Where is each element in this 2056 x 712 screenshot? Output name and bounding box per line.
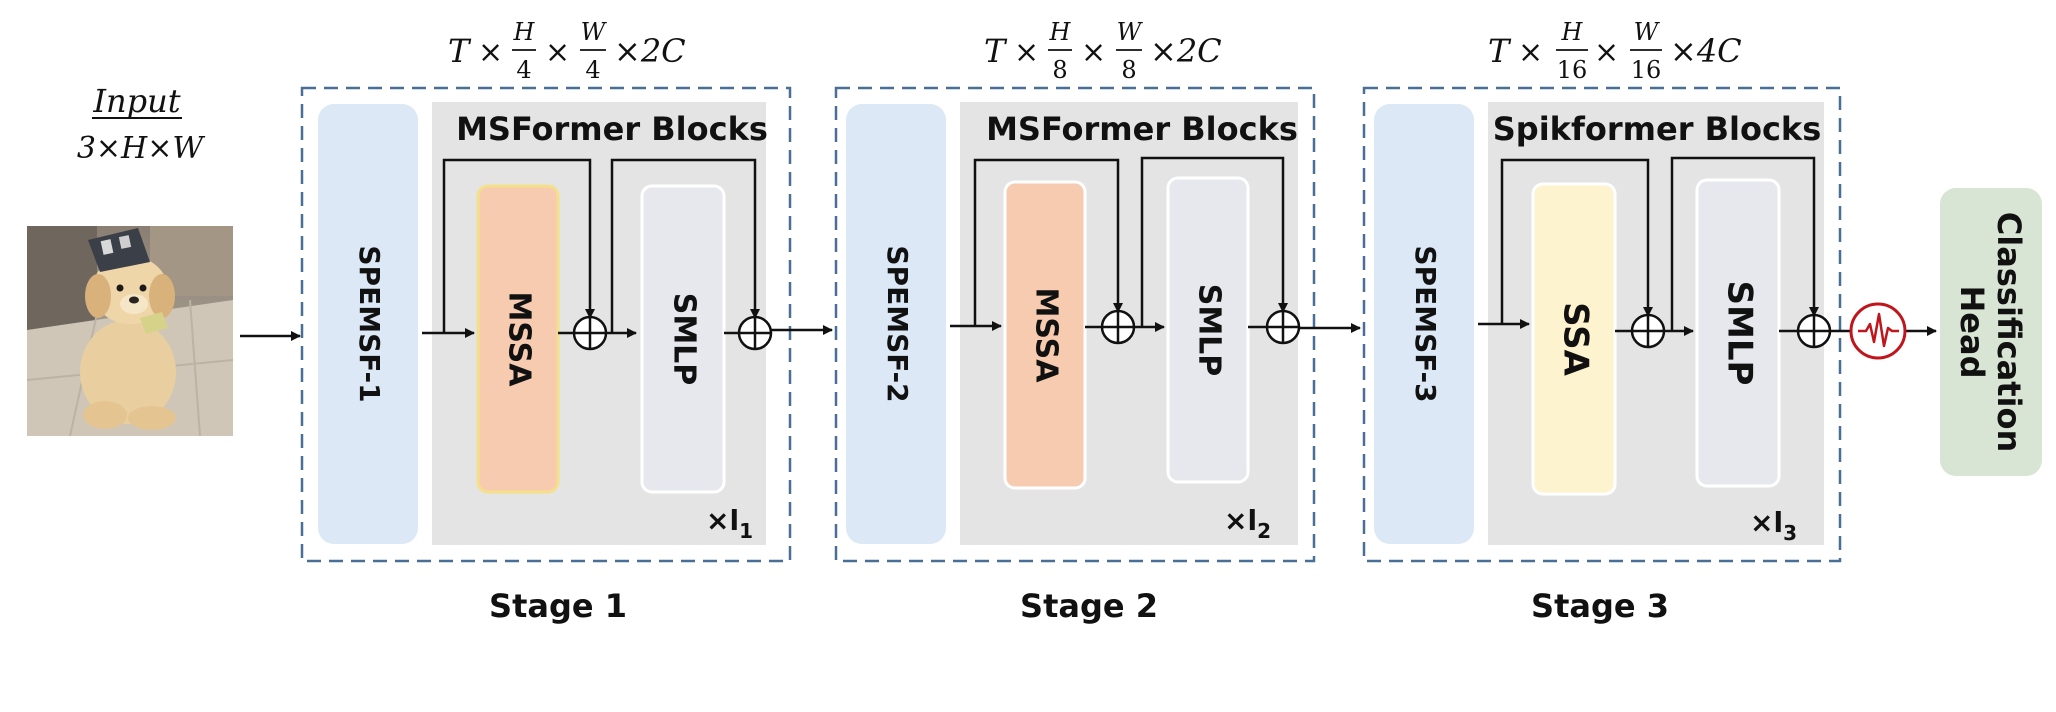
head-box [1940, 188, 2042, 476]
dim-w: W [1117, 18, 1144, 46]
dim-hd: 8 [1052, 56, 1067, 84]
dim-wd: 16 [1631, 56, 1662, 84]
dim-wd: 8 [1121, 56, 1136, 84]
stage-3-label: Stage 3 [1531, 587, 1669, 625]
input-title: Input [92, 82, 180, 120]
stage-3-blocks-title: Spikformer Blocks [1493, 110, 1822, 148]
stage-3-repeat: ×l3 [1750, 506, 1797, 545]
dim-times: × [1081, 35, 1106, 70]
stage-1-mlp-label: SMLP [667, 293, 702, 386]
dim-c: ×2C [614, 32, 686, 70]
stage-3-frame [1362, 86, 1842, 563]
dim-c: ×4C [1670, 32, 1742, 70]
arrow-s3-skip-1 [1500, 158, 1653, 324]
arrow-s1-skip-2 [610, 158, 760, 333]
stage-2-attn-box [1003, 180, 1087, 490]
dim-h: H [513, 18, 536, 46]
stage-2-blocks-title: MSFormer Blocks [986, 110, 1298, 148]
add-circle-icon [1100, 309, 1136, 345]
add-circle-icon [1265, 309, 1301, 345]
stage-2-embed-label: SPEMSF-2 [881, 245, 914, 402]
stage-2-dims: T × H 8 × W 8 ×2C [984, 18, 1222, 84]
stage-3: SPEMSF-3 Spikformer Blocks SSA SMLP ×l3 … [1362, 86, 1842, 625]
stage-1-attn-box [476, 184, 560, 494]
stage-1: SPEMSF-1 MSFormer Blocks MSSA SMLP ×l1 S… [300, 86, 792, 625]
dim-c: ×2C [1150, 32, 1222, 70]
input-image [26, 226, 234, 437]
stage-2-mlp-box [1166, 176, 1250, 484]
stage-1-blocks-title: MSFormer Blocks [456, 110, 768, 148]
stage-3-dims: T × H 16 × W 16 ×4C [1488, 18, 1742, 84]
add-circle-icon [1630, 313, 1666, 349]
stage-2-repeat: ×l2 [1224, 504, 1271, 543]
dim-hd: 4 [516, 56, 531, 84]
spike-neuron-icon [1849, 302, 1907, 360]
stage-1-attn-label: MSSA [502, 292, 537, 388]
stage-3-mlp-label: SMLP [1720, 281, 1760, 386]
stage-3-embed-box [1374, 104, 1474, 544]
stage-1-embed-box [318, 104, 418, 544]
dim-w: W [581, 18, 608, 46]
dim-w: W [1634, 18, 1661, 46]
dim-t: T [448, 32, 472, 70]
dim-t: T [984, 32, 1008, 70]
stage-3-attn-box [1531, 182, 1617, 496]
stage-2-embed-box [846, 104, 946, 544]
input-section: Input 3×H×W [26, 82, 234, 437]
connections [240, 156, 1937, 341]
dim-times: × [1518, 35, 1543, 70]
stage-1-label: Stage 1 [489, 587, 627, 625]
stage-2-attn-label: MSSA [1029, 288, 1064, 384]
stage-1-mlp-box [640, 184, 726, 494]
classification-head: Classification Head [1940, 188, 2042, 476]
stage-2-label: Stage 2 [1020, 587, 1158, 625]
head-line2: Head [1953, 286, 1991, 379]
arrow-s1-skip-1 [442, 158, 595, 333]
stage-1-embed-label: SPEMSF-1 [353, 245, 386, 402]
arrow-s3-skip-2 [1670, 156, 1819, 331]
stage-3-embed-label: SPEMSF-3 [1409, 245, 1442, 402]
stage-2: SPEMSF-2 MSFormer Blocks MSSA SMLP ×l2 S… [834, 86, 1316, 625]
dim-times: × [478, 35, 503, 70]
input-dims: 3×H×W [77, 131, 206, 166]
add-circle-icon [1796, 313, 1832, 349]
dim-h: H [1049, 18, 1072, 46]
add-circle-icon [737, 315, 773, 351]
stage-1-dims: T × H 4 × W 4 ×2C [448, 18, 686, 84]
dim-times: × [1014, 35, 1039, 70]
stage-2-mlp-label: SMLP [1192, 284, 1227, 377]
add-circle-icon [572, 315, 608, 351]
stage-3-attn-label: SSA [1556, 302, 1596, 376]
dim-t: T [1488, 32, 1512, 70]
dim-hd: 16 [1557, 56, 1588, 84]
head-line1: Classification [1990, 212, 2028, 452]
arrow-s2-skip-2 [1140, 156, 1288, 327]
arrow-s2-skip-1 [973, 158, 1123, 326]
stage-1-frame [300, 86, 792, 563]
stage-3-mlp-box [1695, 178, 1781, 488]
dim-h: H [1561, 18, 1584, 46]
stage-1-repeat: ×l1 [706, 504, 753, 543]
dim-wd: 4 [585, 56, 600, 84]
stage-2-frame [834, 86, 1316, 563]
dim-times: × [545, 35, 570, 70]
dim-times: × [1594, 35, 1619, 70]
